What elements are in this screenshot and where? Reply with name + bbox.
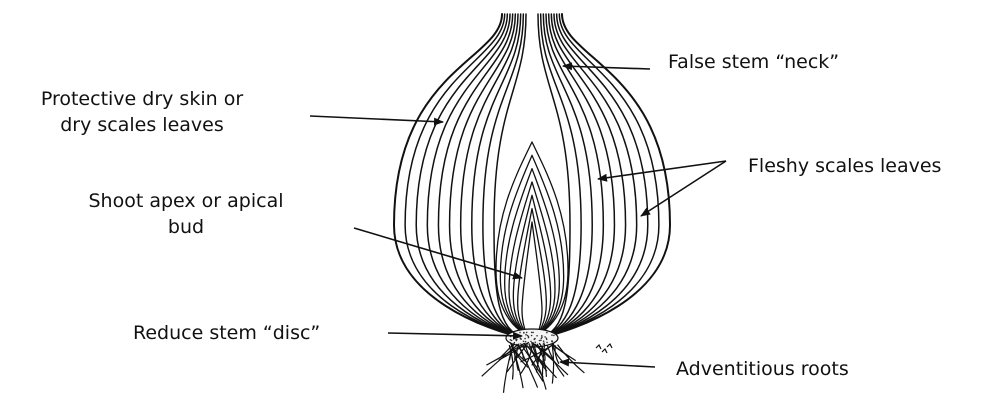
label-adventitious-roots: Adventitious roots	[676, 356, 849, 382]
scale-layer-right	[540, 14, 581, 338]
disc-stipple	[523, 341, 525, 343]
disc-stipple	[546, 337, 548, 339]
disc-stipple	[534, 338, 536, 340]
root-fragment	[607, 344, 612, 348]
disc-stipple	[546, 332, 548, 334]
scale-layer-right	[540, 14, 603, 338]
scale-layer-left	[483, 14, 524, 338]
disc-stipple	[513, 338, 515, 340]
inner-scale	[496, 142, 568, 336]
root-fragment	[602, 349, 607, 353]
label-reduced-stem: Reduce stem “disc”	[133, 320, 320, 346]
disc-stipple	[546, 342, 548, 344]
disc-stipple	[527, 335, 529, 337]
arrow-fleshy-scales-inner	[598, 161, 726, 179]
disc-stipple	[510, 339, 512, 341]
scale-layer-right	[538, 14, 570, 338]
label-protective-skin-line1: Protective dry skin or	[8, 86, 276, 112]
disc-stipple	[526, 332, 528, 334]
disc-stipple	[516, 339, 518, 341]
disc-stipple	[536, 335, 538, 337]
disc-stipple	[520, 338, 522, 340]
onion-bulb	[394, 14, 670, 338]
scale-layer-left	[461, 14, 524, 338]
disc-stipple	[531, 335, 533, 337]
arrow-reduced-stem	[388, 333, 522, 336]
inner-scale	[509, 182, 555, 336]
label-false-stem: False stem “neck”	[668, 49, 839, 75]
disc-stipple	[530, 341, 532, 343]
disc-stipple	[539, 340, 541, 342]
disc-stipple	[531, 332, 533, 334]
disc-stipple	[544, 336, 546, 338]
disc-stipple	[551, 341, 553, 343]
disc-stipple	[535, 342, 537, 344]
arrow-protective-skin	[310, 116, 443, 122]
scale-layer-left	[494, 14, 526, 338]
disc-stipple	[532, 332, 534, 334]
disc-stipple	[523, 332, 525, 334]
label-protective-skin: Protective dry skin or dry scales leaves	[8, 86, 276, 138]
disc-stipple	[553, 335, 555, 337]
disc-stipple	[541, 335, 543, 337]
root-strand	[552, 344, 554, 384]
disc-stipple	[524, 338, 526, 340]
disc-stipple	[543, 340, 545, 342]
disc-stipple	[540, 340, 542, 342]
disc-stipple	[525, 341, 527, 343]
inner-scale	[522, 222, 542, 336]
label-shoot-apex-line1: Shoot apex or apical	[56, 188, 316, 214]
disc-stipple	[543, 342, 545, 344]
label-protective-skin-line2: dry scales leaves	[8, 112, 276, 138]
label-shoot-apex-line2: bud	[56, 214, 316, 240]
disc-stipple	[519, 332, 521, 334]
disc-stipple	[551, 334, 553, 336]
label-shoot-apex: Shoot apex or apical bud	[56, 188, 316, 240]
disc-stipple	[525, 334, 527, 336]
disc-stipple	[541, 338, 543, 340]
root-fragment	[596, 345, 601, 349]
adventitious-roots	[482, 342, 612, 393]
disc-stipple	[528, 337, 530, 339]
label-fleshy-scales: Fleshy scales leaves	[748, 153, 941, 179]
